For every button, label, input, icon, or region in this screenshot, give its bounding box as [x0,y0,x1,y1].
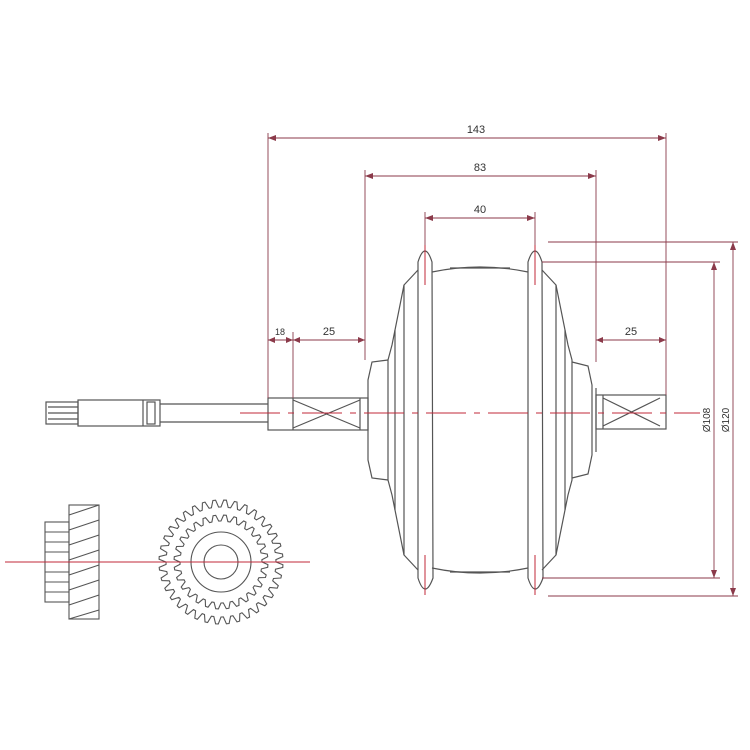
hub-body [431,266,529,574]
dim-left-axle: 25 [323,326,335,338]
cable-connector-body [77,399,161,427]
right-bearing-boss [571,361,593,479]
right-flange [527,250,544,590]
left-axle-flat-mark [292,399,361,429]
left-axle [267,397,369,431]
left-bearing-boss [367,359,389,481]
dim-left-offset: 18 [275,327,285,337]
dimension-lines [267,133,738,597]
dim-hub-center-width: 40 [474,204,486,216]
dimension-arrowheads [268,135,736,596]
right-axle [595,394,667,430]
motor-side-view [45,250,667,590]
gear-teeth-hatch [68,504,100,620]
flange-center-marks [424,245,536,595]
dim-flange-to-flange: 83 [474,162,486,174]
dimension-labels: 143 83 40 18 25 25 Ø108 Ø120 [275,124,732,432]
dim-overall-length: 143 [467,124,485,136]
dim-inner-diameter: Ø108 [702,407,713,432]
connector-ring [146,401,156,425]
dim-right-axle: 25 [625,326,637,338]
motor-cable [160,403,268,423]
right-axle-flat-mark [602,397,661,427]
right-shell [541,269,573,571]
left-shell [387,269,419,571]
small-gear-hatch [45,531,69,593]
dim-outer-diameter: Ø120 [721,407,732,432]
left-flange [417,250,434,590]
